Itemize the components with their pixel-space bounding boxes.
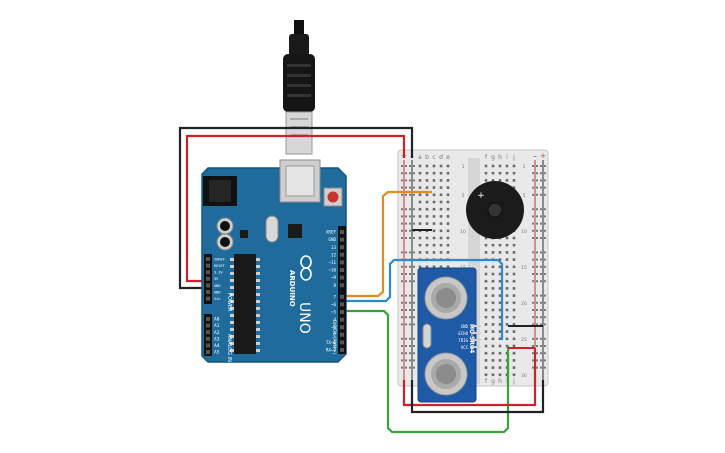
bb-col-letter: f bbox=[485, 154, 488, 161]
bb-col-letter: a bbox=[418, 154, 422, 161]
digital-pin-label: ~3 bbox=[331, 325, 337, 330]
digital-pin-label: TX→1 bbox=[326, 340, 337, 345]
svg-text:–: – bbox=[533, 152, 537, 160]
digital-pin-label: 12 bbox=[331, 252, 337, 257]
wires bbox=[178, 126, 545, 434]
power-pin-label: RESET bbox=[214, 264, 226, 268]
bb-row-number: 10 bbox=[460, 229, 466, 235]
bb-col-letter: i bbox=[506, 154, 508, 161]
analog-pin-label: A0 bbox=[214, 317, 220, 323]
digital-pin-label: 7 bbox=[333, 294, 336, 299]
bb-col-letter: h bbox=[498, 154, 502, 161]
analog-pin-label: A4 bbox=[214, 343, 220, 349]
bb-row-number: 1 bbox=[523, 164, 526, 170]
wire-buzzer[interactable] bbox=[345, 190, 432, 298]
bb-row-number: 10 bbox=[521, 229, 527, 235]
digital-pin-label: 8 bbox=[333, 283, 336, 288]
power-pin-label: GND bbox=[214, 284, 221, 288]
bb-col-letter: j bbox=[512, 378, 515, 385]
bb-col-letter: b bbox=[425, 154, 429, 161]
sensor-pin-label: TRIG bbox=[458, 338, 468, 343]
power-pin-label: IOREF bbox=[214, 257, 225, 261]
power-pin-label: 5V bbox=[214, 277, 219, 281]
piezo-buzzer[interactable]: + bbox=[466, 181, 524, 239]
bb-row-number: 20 bbox=[521, 301, 527, 307]
wire-trig[interactable] bbox=[345, 309, 510, 434]
analog-label: ANALOG IN bbox=[226, 334, 232, 362]
arduino-uno: AREF GND 13 12 ~11 ~10 ~9 8 7 ~6 ~5 4 ~3 2TX→1RX←0 DI… bbox=[201, 159, 347, 363]
power-pin-label: 3.3V bbox=[214, 271, 223, 275]
digital-pin-label: 4 bbox=[333, 317, 336, 322]
arduino-model: UNO bbox=[296, 302, 312, 334]
wire-5v[interactable] bbox=[185, 134, 406, 283]
buzzer-plus: + bbox=[477, 191, 485, 201]
bb-col-letter: j bbox=[512, 154, 515, 161]
bb-col-letter: e bbox=[446, 154, 450, 161]
bb-col-letter: d bbox=[439, 154, 443, 161]
digital-pin-label: ~6 bbox=[331, 302, 337, 307]
wire-echo[interactable] bbox=[345, 258, 504, 340]
analog-pin-label: A1 bbox=[214, 323, 220, 329]
bb-row-number: 5 bbox=[462, 193, 465, 199]
digital-pin-label: RX←0 bbox=[326, 348, 337, 353]
power-label: POWER bbox=[226, 293, 232, 312]
digital-pin-label: ~5 bbox=[331, 310, 337, 315]
analog-pin-label: A5 bbox=[214, 350, 220, 356]
digital-pin-label: 2 bbox=[333, 332, 336, 337]
bb-col-letter: h bbox=[498, 378, 502, 385]
usb-cable bbox=[283, 20, 315, 155]
bb-row-number: 30 bbox=[521, 373, 527, 379]
digital-pin-label: ~10 bbox=[328, 268, 336, 273]
bb-row-number: 25 bbox=[521, 337, 527, 343]
power-pin-label: Vin bbox=[214, 297, 221, 301]
wire-rail-gnd[interactable] bbox=[410, 380, 545, 414]
digital-pin-label: ~11 bbox=[328, 260, 336, 265]
sensor-pin-label: ECHO bbox=[458, 331, 468, 336]
arduino-logo bbox=[300, 255, 312, 281]
analog-pin-label: A3 bbox=[214, 336, 220, 342]
digital-pin-label: AREF bbox=[326, 230, 337, 235]
wire-rail-vcc[interactable] bbox=[402, 348, 537, 407]
bb-col-letter: c bbox=[432, 154, 435, 161]
bb-row-number: 1 bbox=[462, 164, 465, 170]
analog-pin-label: A2 bbox=[214, 330, 220, 336]
wire-gnd[interactable] bbox=[178, 126, 414, 290]
power-pin-label: GND bbox=[214, 290, 221, 294]
bb-row-number: 15 bbox=[521, 265, 527, 271]
bb-col-letter: g bbox=[491, 154, 495, 161]
digital-pin-label: 13 bbox=[331, 245, 337, 250]
digital-label: DIGITAL (PWM ~) bbox=[332, 320, 337, 355]
sensor-model: HC-SR04 bbox=[468, 324, 475, 353]
sensor-pin-label: VCC bbox=[461, 345, 469, 350]
digital-pin-label: ~9 bbox=[331, 275, 337, 280]
svg-text:+: + bbox=[540, 152, 546, 160]
arduino-brand: ARDUINO bbox=[288, 270, 296, 307]
digital-pin-label: GND bbox=[328, 237, 336, 242]
bb-col-letter: g bbox=[491, 378, 495, 385]
bb-col-letter: f bbox=[485, 378, 488, 385]
bb-row-number: 5 bbox=[523, 193, 526, 199]
ultrasonic-sensor[interactable]: HC-SR04 GND ECHO TRIG VCC bbox=[417, 267, 481, 403]
sensor-pin-label: GND bbox=[461, 324, 469, 329]
